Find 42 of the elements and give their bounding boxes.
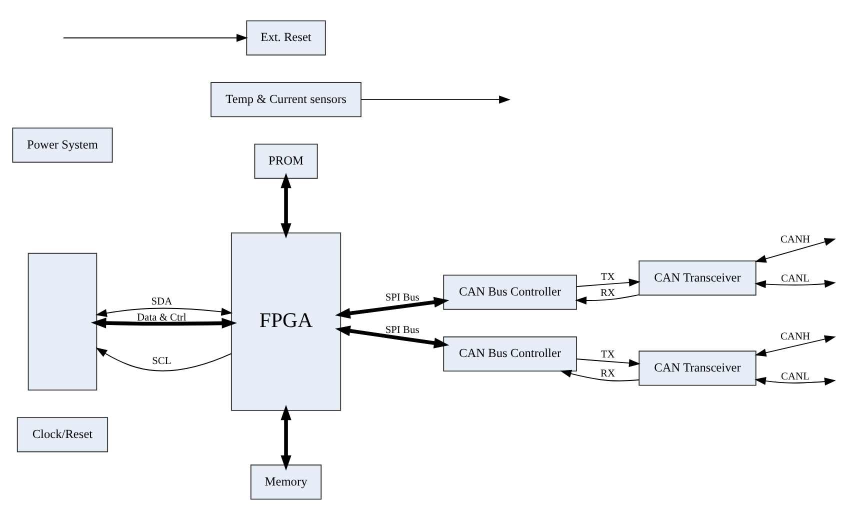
edge-label: RX xyxy=(600,287,616,298)
node-box: Temp & Current sensors xyxy=(210,82,362,117)
edge-label: TX xyxy=(600,271,615,282)
edge-label: RX xyxy=(600,368,616,380)
edge-label: TX xyxy=(600,349,615,360)
arrow xyxy=(576,278,640,287)
arrow xyxy=(754,376,836,386)
node-box: CAN Transceiver xyxy=(638,260,756,296)
node-box: CAN Transceiver xyxy=(638,350,756,386)
edge-label: CANH xyxy=(780,331,810,342)
node-box: Memory xyxy=(250,464,322,500)
node-box xyxy=(28,252,98,390)
arrow xyxy=(95,307,233,317)
arrow xyxy=(63,33,248,42)
node-box: Clock/Reset xyxy=(16,416,108,452)
node-box: CAN Bus Controller xyxy=(443,274,577,310)
node-box: PROM xyxy=(254,143,318,178)
edge-label: SCL xyxy=(152,356,172,367)
arrow xyxy=(575,294,640,304)
edge-label: CANL xyxy=(781,273,810,284)
arrow xyxy=(280,404,292,470)
edge-label: SPI Bus xyxy=(385,324,420,336)
edge-label: SPI Bus xyxy=(385,292,420,304)
arrow xyxy=(754,279,836,288)
arrow xyxy=(335,325,450,348)
arrow xyxy=(360,95,510,104)
arrow xyxy=(90,317,238,328)
node-box: Ext. Reset xyxy=(246,20,326,55)
node-box: FPGA xyxy=(230,232,342,410)
arrow xyxy=(754,238,836,262)
node-box: Power System xyxy=(12,127,113,162)
edge-label: CANH xyxy=(780,234,810,246)
arrow xyxy=(335,296,450,318)
node-box: CAN Bus Controller xyxy=(443,336,577,372)
edge-label: SDA xyxy=(151,296,172,307)
arrow xyxy=(280,172,292,238)
arrow xyxy=(96,346,232,371)
arrow xyxy=(560,369,640,381)
arrow xyxy=(754,334,836,356)
edge-label: Data & Ctrl xyxy=(137,312,186,324)
edge-label: CANL xyxy=(781,370,810,382)
arrow xyxy=(576,358,640,367)
